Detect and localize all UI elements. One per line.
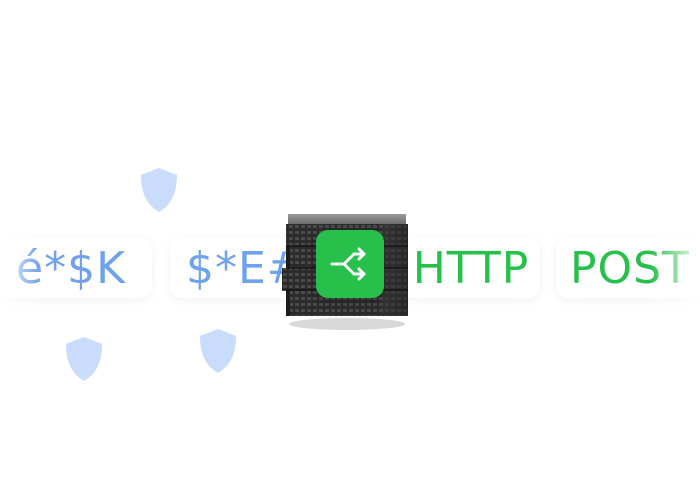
edge-fade-right bbox=[650, 230, 700, 310]
router-badge bbox=[316, 230, 384, 298]
plain-token-text: HTTP bbox=[412, 242, 530, 294]
shield-icon bbox=[66, 337, 102, 381]
shield-icon bbox=[200, 329, 236, 373]
split-arrow-icon bbox=[330, 247, 366, 281]
shield-icon bbox=[141, 168, 177, 212]
edge-fade-left bbox=[0, 230, 40, 310]
plain-token-card: HTTP bbox=[402, 238, 540, 298]
